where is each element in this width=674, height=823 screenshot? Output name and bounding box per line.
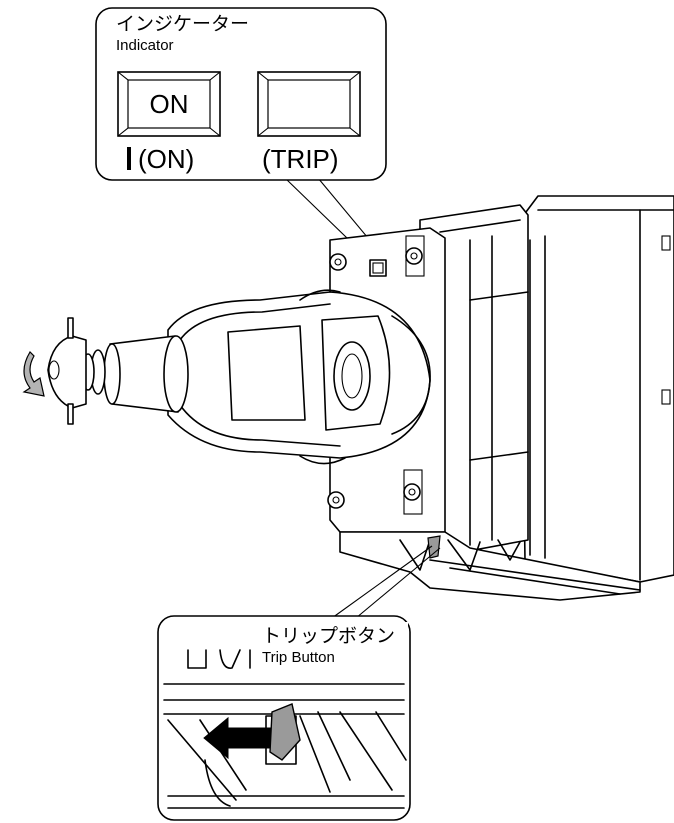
knob-pin-top <box>67 317 74 339</box>
sleeve-window-1 <box>227 325 306 421</box>
trip-leader-line <box>331 545 433 619</box>
trip-title-jp: トリップボタン <box>262 625 395 647</box>
indicator-callout-box <box>95 7 387 181</box>
trip-leader-line-2 <box>355 547 441 619</box>
indicator-trip-label: (TRIP) <box>262 144 339 174</box>
trip-title-en: Trip Button <box>262 649 335 666</box>
on-bar-symbol <box>127 147 131 170</box>
inner-shaft-end <box>333 341 371 411</box>
indicator-on-text: ON <box>150 89 189 119</box>
knob-pin-bottom <box>67 403 74 425</box>
push-arrow-icon <box>203 716 271 760</box>
breaker-housing-right <box>519 195 674 583</box>
indicator-title-jp: インジケーター <box>116 13 249 35</box>
trip-title-backdrop <box>258 622 408 668</box>
rotation-arrow-icon <box>22 351 45 397</box>
indicator-on-window: ON <box>117 71 221 137</box>
mounting-screw-tl <box>329 253 347 271</box>
trip-button-callout: トリップボタン Trip Button <box>157 545 441 821</box>
indicator-title-en: Indicator <box>116 37 174 54</box>
face-indicator-window <box>369 259 387 277</box>
mounting-screw-br <box>403 483 421 501</box>
mounting-screw-bl <box>327 491 345 509</box>
mounting-screw-tr <box>405 247 423 265</box>
breaker-base <box>339 531 641 601</box>
indicator-on-label: (ON) <box>138 144 194 174</box>
indicator-callout: インジケーター Indicator ON (ON) (TRIP) <box>95 7 389 269</box>
handle-assembly <box>47 289 431 465</box>
handle-knob <box>47 335 87 409</box>
indicator-trip-window <box>257 71 361 137</box>
trip-button-small <box>427 535 441 559</box>
